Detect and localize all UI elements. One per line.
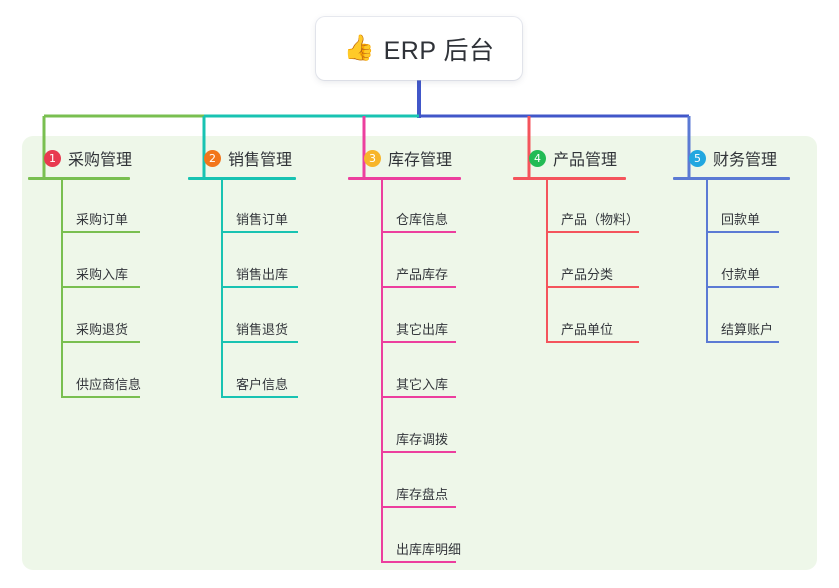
column-title-3: 库存管理 [388,152,453,169]
leaf-item[interactable]: 库存盘点 [382,482,456,508]
leaf-item[interactable]: 付款单 [707,262,779,288]
leaf-rule [382,506,456,508]
column-2[interactable]: 2 销售管理 [188,146,296,180]
leaf-rule [707,231,779,233]
leaf-label: 采购退货 [76,322,129,337]
thumbs-up-icon: 👍 [343,34,375,62]
column-badge-4: 4 [529,149,546,167]
leaf-rule [222,286,298,288]
leaf-label: 销售出库 [236,267,289,282]
column-header-1[interactable]: 1 采购管理 [28,146,132,170]
leaf-item[interactable]: 产品库存 [382,262,456,288]
column-header-3[interactable]: 3 库存管理 [348,146,461,170]
leaf-item[interactable]: 客户信息 [222,372,298,398]
leaf-label: 产品单位 [561,322,614,337]
root-title: ERP 后台 [383,36,495,65]
leaf-item[interactable]: 回款单 [707,207,779,233]
column-title-4: 产品管理 [553,152,618,169]
column-badge-3: 3 [364,149,381,167]
leaf-item[interactable]: 结算账户 [707,317,779,343]
leaf-label: 仓库信息 [396,212,449,227]
leaf-rule [382,396,456,398]
root-node[interactable]: 👍 ERP 后台 [316,17,522,80]
leaf-label: 供应商信息 [76,377,142,392]
column-rule-1 [28,177,130,180]
leaf-item[interactable]: 出库库明细 [382,537,461,563]
leaf-rule [382,231,456,233]
leaf-item[interactable]: 其它入库 [382,372,456,398]
column-rule-3 [348,177,461,180]
column-rule-4 [513,177,626,180]
leaf-label: 客户信息 [236,377,289,392]
column-title-5: 财务管理 [713,152,778,169]
column-1[interactable]: 1 采购管理 [28,146,132,180]
leaf-label: 其它出库 [396,322,449,337]
column-title-2: 销售管理 [228,152,293,169]
leaf-rule [382,341,456,343]
diagram-panel [22,136,817,570]
leaf-rule [547,286,639,288]
leaf-label: 付款单 [721,267,761,282]
leaf-label: 库存调拨 [396,432,449,447]
column-header-5[interactable]: 5 财务管理 [673,146,790,170]
leaf-item[interactable]: 其它出库 [382,317,456,343]
leaf-label: 销售订单 [236,212,289,227]
leaf-rule [222,231,298,233]
leaf-item[interactable]: 库存调拨 [382,427,456,453]
column-header-2[interactable]: 2 销售管理 [188,146,296,170]
leaf-label: 采购订单 [76,212,129,227]
leaf-item[interactable]: 产品单位 [547,317,639,343]
column-title-1: 采购管理 [68,152,133,169]
leaf-item[interactable]: 采购订单 [62,207,140,233]
leaf-item[interactable]: 产品分类 [547,262,639,288]
leaf-rule [547,341,639,343]
leaf-rule [382,561,456,563]
leaf-label: 产品（物料） [561,212,640,227]
leaf-rule [707,341,779,343]
column-5[interactable]: 5 财务管理 [673,146,790,180]
leaf-item[interactable]: 采购入库 [62,262,140,288]
leaf-rule [62,396,140,398]
column-badge-2: 2 [204,149,221,167]
leaf-rule [62,231,140,233]
leaf-item[interactable]: 销售退货 [222,317,298,343]
leaf-label: 产品库存 [396,267,449,282]
leaf-label: 出库库明细 [396,542,462,557]
leaf-item[interactable]: 采购退货 [62,317,140,343]
leaf-label: 回款单 [721,212,761,227]
leaf-rule [222,396,298,398]
leaf-item[interactable]: 供应商信息 [62,372,142,398]
column-badge-1: 1 [44,149,61,167]
leaf-item[interactable]: 销售出库 [222,262,298,288]
column-badge-5: 5 [689,149,706,167]
column-3[interactable]: 3 库存管理 [348,146,461,180]
column-rule-5 [673,177,790,180]
leaf-rule [547,231,639,233]
leaf-rule [382,286,456,288]
column-4[interactable]: 4 产品管理 [513,146,626,180]
leaf-item[interactable]: 销售订单 [222,207,298,233]
leaf-rule [62,286,140,288]
leaf-label: 采购入库 [76,267,129,282]
leaf-label: 销售退货 [236,322,289,337]
leaf-rule [382,451,456,453]
leaf-label: 库存盘点 [396,487,449,502]
leaf-label: 结算账户 [721,322,774,337]
leaf-label: 其它入库 [396,377,449,392]
leaf-item[interactable]: 仓库信息 [382,207,456,233]
leaf-label: 产品分类 [561,267,614,282]
column-rule-2 [188,177,296,180]
column-header-4[interactable]: 4 产品管理 [513,146,626,170]
leaf-rule [707,286,779,288]
leaf-item[interactable]: 产品（物料） [547,207,639,233]
leaf-rule [222,341,298,343]
leaf-rule [62,341,140,343]
